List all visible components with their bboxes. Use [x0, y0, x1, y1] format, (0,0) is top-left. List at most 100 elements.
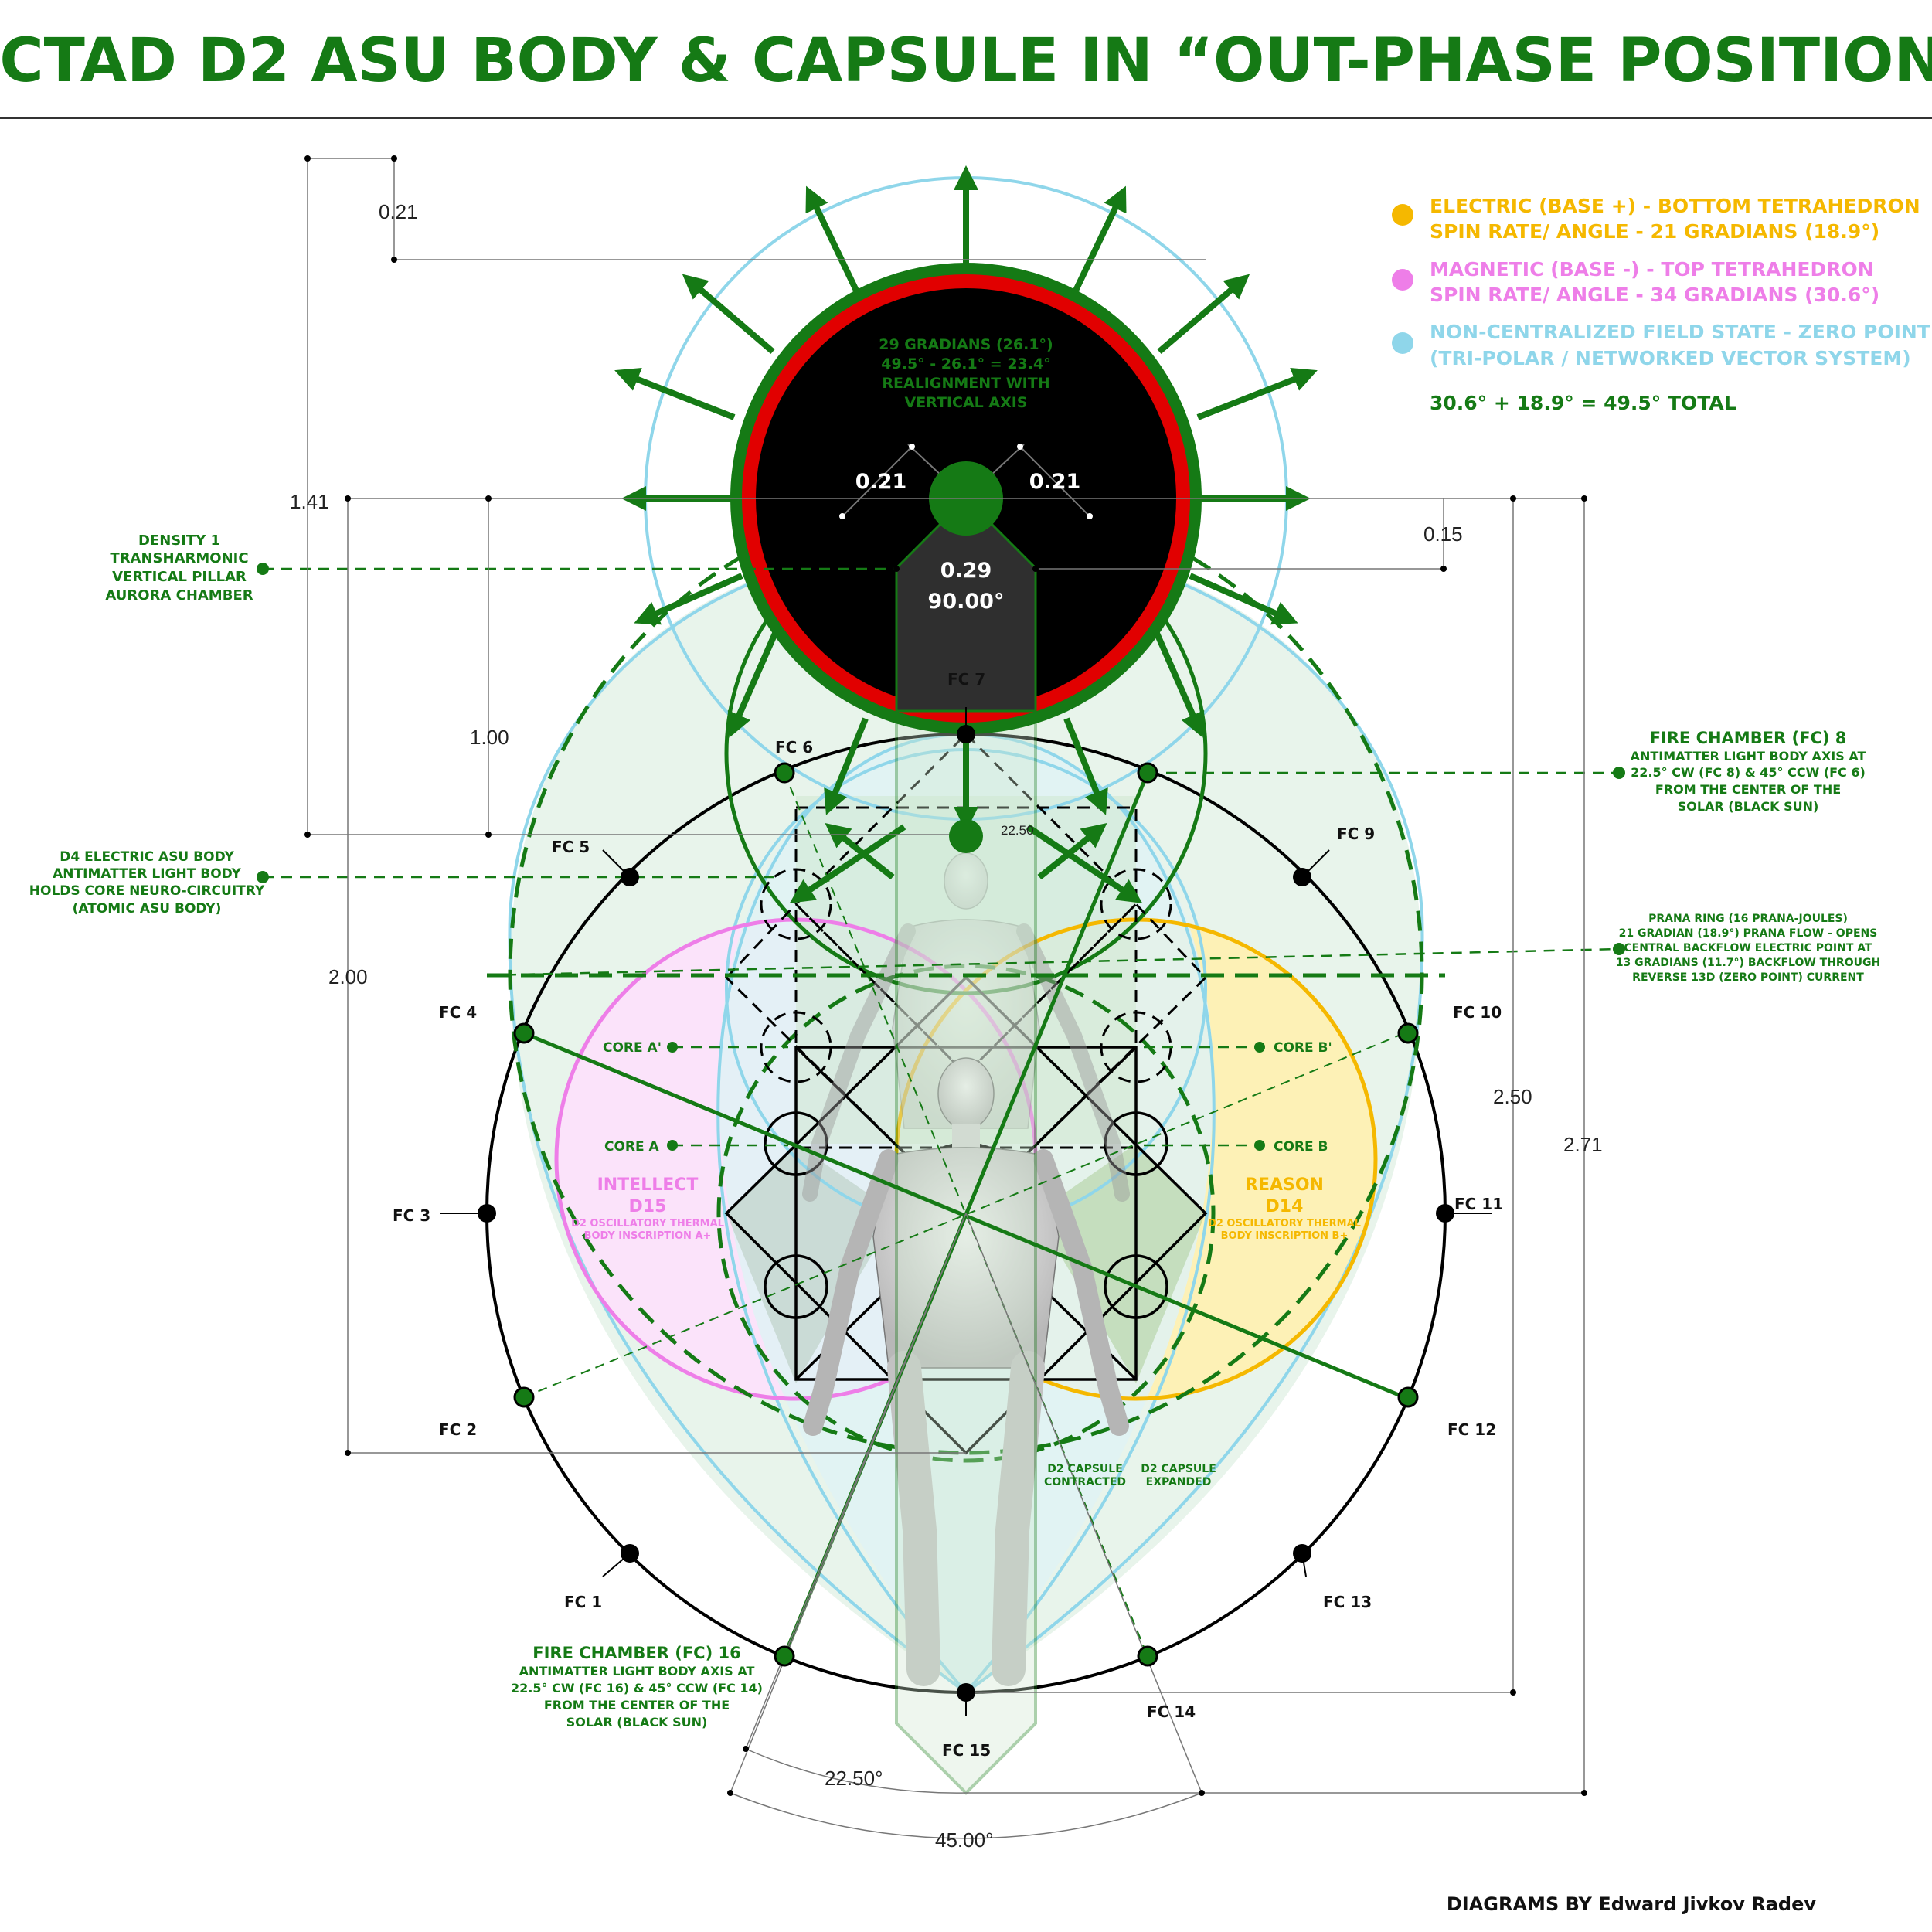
intellect-desc2: BODY INSCRIPTION A+: [584, 1230, 712, 1242]
fc8-line4: SOLAR (BLACK SUN): [1678, 799, 1819, 814]
core-b: CORE B: [1274, 1139, 1328, 1155]
sun-right-value: 0.21: [1029, 470, 1081, 494]
capsule-contracted-2: CONTRACTED: [1044, 1476, 1126, 1488]
dimension-labels: 0.21 1.41 0.15 1.00 2.00 2.50 2.71 22.50…: [290, 200, 1603, 1852]
reason-code: D14: [1266, 1197, 1304, 1216]
intellect-desc1: D2 OSCILLATORY THERMAL: [571, 1218, 724, 1230]
density-annotation: DENSITY 1 TRANSHARMONIC VERTICAL PILLAR …: [105, 532, 253, 604]
density-line1: DENSITY 1: [138, 532, 220, 549]
prana-line1: PRANA RING (16 PRANA-JOULES): [1648, 913, 1848, 925]
sun-center-angle: 90.00°: [928, 590, 1005, 614]
capsule-expanded-1: D2 CAPSULE: [1141, 1463, 1216, 1475]
dim-2250-small: 22.50: [1001, 823, 1034, 838]
fc8-line3: FROM THE CENTER OF THE: [1655, 782, 1841, 797]
prana-line3: CENTRAL BACKFLOW ELECTRIC POINT AT: [1624, 942, 1872, 954]
sun-arrows: [614, 165, 1318, 903]
legend-magnetic-dot: [1392, 269, 1413, 291]
reason-name: REASON: [1245, 1175, 1324, 1195]
dim-100: 1.00: [470, 726, 509, 749]
sun-line3: REALIGNMENT WITH: [882, 375, 1049, 392]
legend-total: 30.6° + 18.9° = 49.5° TOTAL: [1430, 392, 1736, 414]
dim-271: 2.71: [1563, 1133, 1603, 1156]
sun-line4: VERTICAL AXIS: [905, 394, 1028, 411]
prana-line2: 21 GRADIAN (18.9°) PRANA FLOW - OPENS: [1619, 927, 1878, 940]
axis-fc6-fc14: [784, 772, 1148, 1657]
fc-label-6: FC 6: [775, 738, 813, 757]
density-line2: TRANSHARMONIC: [110, 550, 248, 566]
core-b-prime: CORE B': [1274, 1040, 1332, 1056]
axis-fc2-fc10: [523, 1031, 1409, 1398]
fc8-line1: ANTIMATTER LIGHT BODY AXIS AT: [1631, 749, 1866, 764]
dim-141: 1.41: [290, 490, 329, 513]
density-line4: AURORA CHAMBER: [105, 587, 253, 604]
fc16-line2: 22.5° CW (FC 16) & 45° CCW (FC 14): [511, 1681, 763, 1696]
d4-line3: HOLDS CORE NEURO-CIRCUITRY: [29, 883, 265, 899]
legend-electric-line2: SPIN RATE/ ANGLE - 21 GRADIANS (18.9°): [1430, 220, 1879, 243]
legend-electric-line1: ELECTRIC (BASE +) - BOTTOM TETRAHEDRON: [1430, 195, 1920, 217]
fire-chamber-points: [440, 707, 1492, 1716]
fire-chamber-labels: FC 1 FC 2 FC 3 FC 4 FC 5 FC 6 FC 7 FC 9 …: [393, 670, 1503, 1760]
intellect-labels: INTELLECT D15 D2 OSCILLATORY THERMAL BOD…: [571, 1175, 724, 1242]
fc8-line2: 22.5° CW (FC 8) & 45° CCW (FC 6): [1631, 765, 1866, 780]
intellect-name: INTELLECT: [597, 1175, 699, 1195]
fc-label-9: FC 9: [1337, 825, 1375, 843]
dim-2250: 22.50°: [825, 1767, 883, 1790]
legend-field-line2: (TRI-POLAR / NETWORKED VECTOR SYSTEM): [1430, 347, 1911, 369]
contracted-dashed-circle: [716, 964, 1216, 1463]
d4-line2: ANTIMATTER LIGHT BODY: [53, 866, 241, 882]
fc16-line1: ANTIMATTER LIGHT BODY AXIS AT: [519, 1664, 755, 1679]
prana-annotation: PRANA RING (16 PRANA-JOULES) 21 GRADIAN …: [1616, 913, 1880, 984]
diamond-right-fill: [1036, 1144, 1206, 1383]
fc-label-10: FC 10: [1453, 1003, 1502, 1022]
dim-4500: 45.00°: [935, 1828, 993, 1852]
legend: ELECTRIC (BASE +) - BOTTOM TETRAHEDRON S…: [1392, 195, 1930, 414]
legend-electric-dot: [1392, 204, 1413, 226]
page-title: OCTAD D2 ASU BODY & CAPSULE IN “OUT-PHAS…: [0, 26, 1932, 96]
capsule-labels: D2 CAPSULE CONTRACTED D2 CAPSULE EXPANDE…: [1044, 1463, 1216, 1488]
fc16-title: FIRE CHAMBER (FC) 16: [532, 1644, 740, 1662]
lower-human-figure: [803, 1057, 1129, 1686]
dim-250: 2.50: [1493, 1085, 1532, 1108]
fc-label-1: FC 1: [564, 1593, 602, 1611]
legend-magnetic-line2: SPIN RATE/ ANGLE - 34 GRADIANS (30.6°): [1430, 284, 1879, 306]
reason-desc2: BODY INSCRIPTION B+: [1221, 1230, 1349, 1242]
fc-label-5: FC 5: [552, 838, 590, 856]
fc8-title: FIRE CHAMBER (FC) 8: [1650, 729, 1847, 747]
dimension-dots: [304, 155, 1587, 1796]
diamond-left-fill: [726, 1144, 896, 1383]
fc-label-4: FC 4: [439, 1003, 477, 1022]
d4-line1: D4 ELECTRIC ASU BODY: [60, 849, 234, 865]
dim-top: 0.21: [379, 200, 418, 223]
human-figures: [802, 852, 1130, 1686]
sun-center-value: 0.29: [940, 559, 992, 583]
core-a-prime: CORE A': [603, 1040, 662, 1056]
annotation-leaders: [263, 567, 1620, 1147]
intellect-code: D15: [629, 1197, 667, 1216]
density-line3: VERTICAL PILLAR: [112, 569, 247, 585]
reason-desc1: D2 OSCILLATORY THERMAL: [1208, 1218, 1361, 1230]
legend-magnetic-line1: MAGNETIC (BASE -) - TOP TETRAHEDRON: [1430, 258, 1874, 281]
legend-field-line1: NON-CENTRALIZED FIELD STATE - ZERO POINT: [1430, 321, 1930, 343]
dim-015: 0.15: [1423, 522, 1463, 546]
fc-label-2: FC 2: [439, 1420, 477, 1439]
dim-200: 2.00: [328, 965, 368, 988]
reason-labels: REASON D14 D2 OSCILLATORY THERMAL BODY I…: [1208, 1175, 1361, 1242]
fc-label-3: FC 3: [393, 1206, 430, 1225]
sun-line2: 49.5° - 26.1° = 23.4°: [881, 355, 1050, 372]
capsule-contracted-1: D2 CAPSULE: [1047, 1463, 1123, 1475]
d4-annotation: D4 ELECTRIC ASU BODY ANTIMATTER LIGHT BO…: [29, 849, 265, 917]
fc16-annotation: FIRE CHAMBER (FC) 16 ANTIMATTER LIGHT BO…: [511, 1644, 763, 1730]
fc-label-13: FC 13: [1323, 1593, 1372, 1611]
capsule-expanded-2: EXPANDED: [1146, 1476, 1212, 1488]
sun-line1: 29 GRADIANS (26.1°): [879, 336, 1053, 353]
sun-labels: 29 GRADIANS (26.1°) 49.5° - 26.1° = 23.4…: [855, 336, 1081, 614]
core-a: CORE A: [604, 1139, 660, 1155]
fc8-annotation: FIRE CHAMBER (FC) 8 ANTIMATTER LIGHT BOD…: [1631, 729, 1866, 814]
credit: DIAGRAMS BY Edward Jivkov Radev: [1447, 1893, 1816, 1915]
prana-line4: 13 GRADIANS (11.7°) BACKFLOW THROUGH: [1616, 957, 1880, 969]
fc-label-11: FC 11: [1454, 1195, 1503, 1213]
fc-label-12: FC 12: [1447, 1420, 1496, 1439]
fc16-line3: FROM THE CENTER OF THE: [544, 1698, 730, 1713]
fc-label-7: FC 7: [947, 670, 985, 689]
